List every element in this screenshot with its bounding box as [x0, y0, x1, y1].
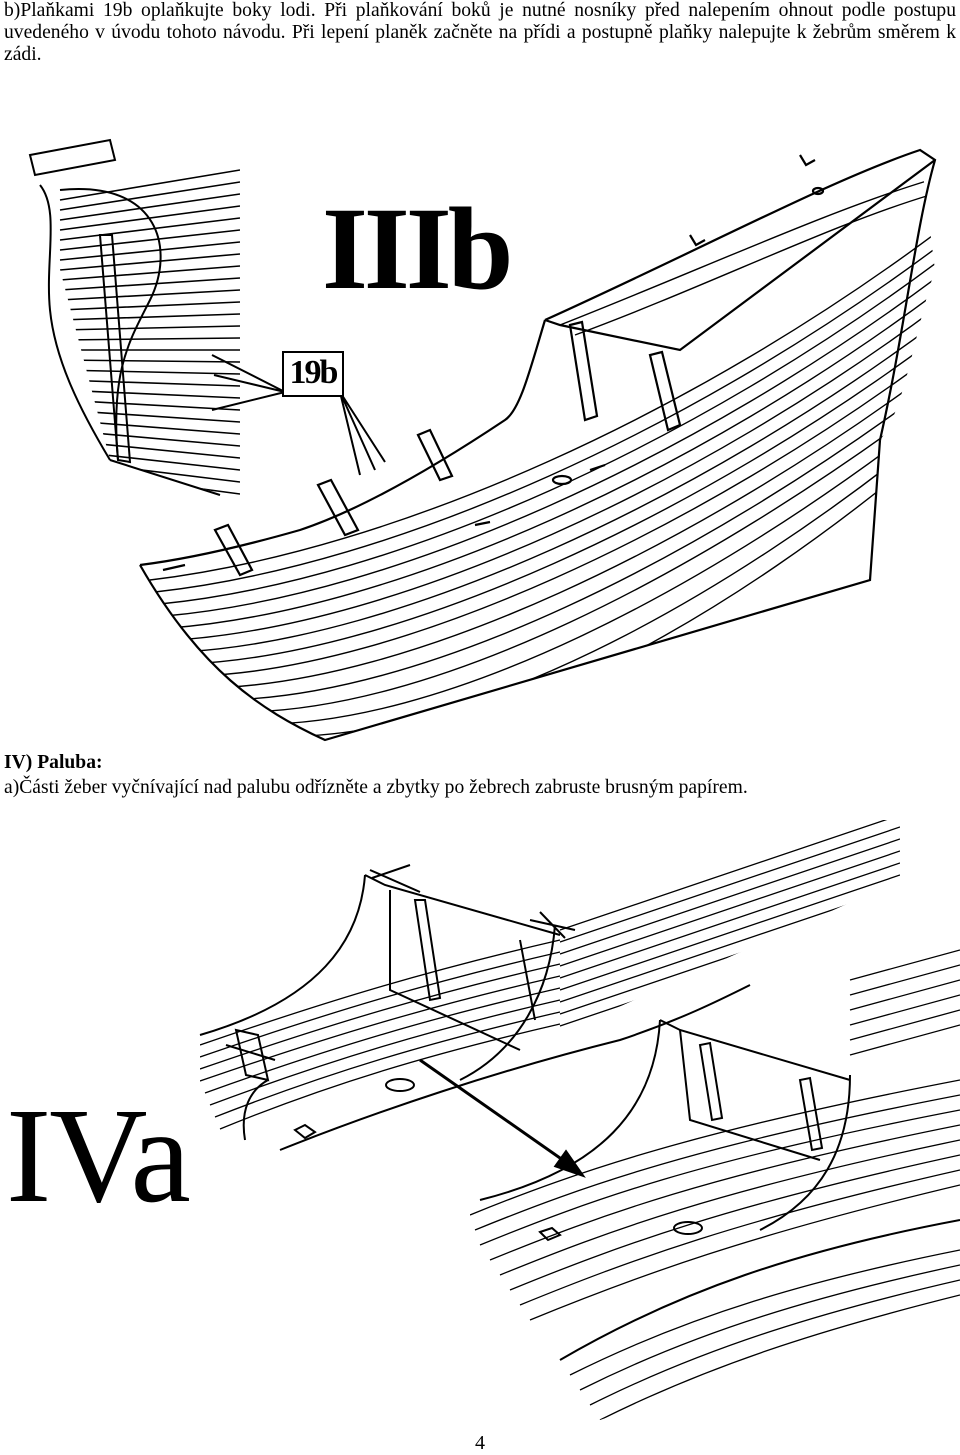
page-number: 4 [475, 1432, 485, 1454]
deck-instructions: a)Části žeber vyčnívající nad palubu odř… [4, 777, 748, 798]
section-heading-deck: IV) Paluba: [4, 752, 103, 773]
deck-cutting-illustration [199, 820, 960, 1420]
planking-instructions: b)Plaňkami 19b oplaňkujte boky lodi. Při… [4, 0, 956, 65]
hull-planking-illustration [28, 138, 937, 742]
transition-arrow [419, 1058, 586, 1178]
part-callout-19b: 19b [282, 351, 344, 397]
figure-label-iva: IVa [6, 1081, 191, 1231]
upper-hull [199, 820, 900, 1151]
lower-hull [470, 940, 960, 1420]
callout-leaders [211, 354, 386, 476]
hull [139, 148, 937, 742]
figure-label-iiib: IIIb [322, 183, 513, 314]
stern-detail [28, 138, 240, 496]
